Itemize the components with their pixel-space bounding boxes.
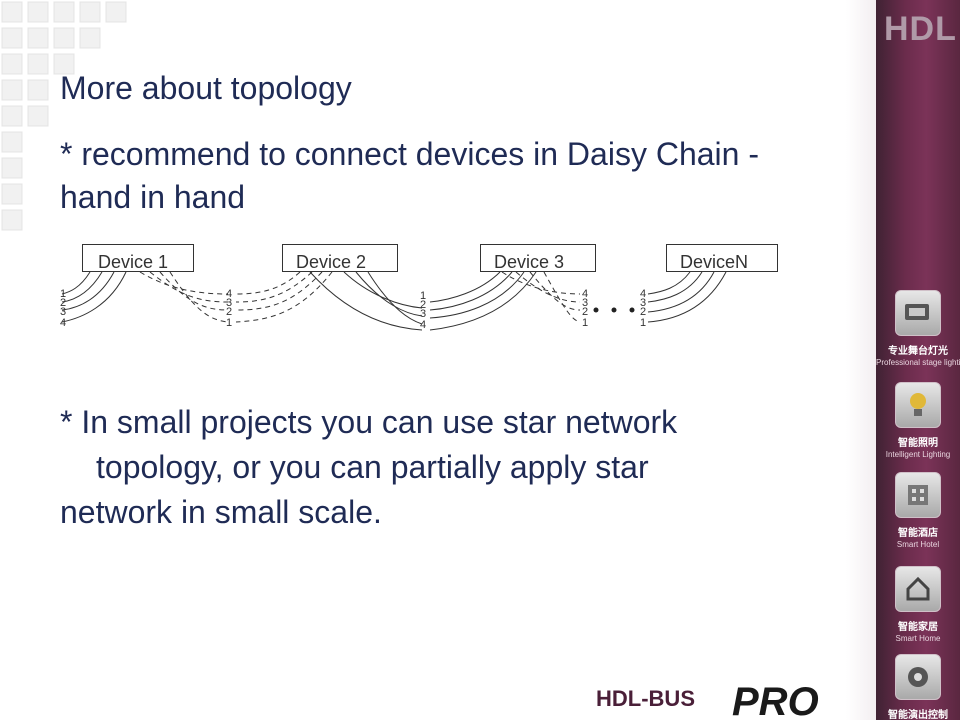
pin-label: 4 (640, 288, 646, 300)
pin-label: 2 (226, 306, 232, 318)
sidebar-item-label: 智能照明 (898, 438, 938, 449)
sidebar-item-stage-lighting[interactable]: 专业舞台灯光 Professional stage lighting (876, 290, 960, 367)
device-1-label: Device 1 (98, 252, 169, 272)
pin-label: 4 (420, 319, 426, 331)
pin-label: 1 (60, 288, 66, 300)
sidebar-item-smart-hotel[interactable]: 智能酒店 Smart Hotel (876, 472, 960, 549)
pin-label: 1 (640, 317, 646, 329)
show-control-icon (895, 654, 941, 700)
pin-label: 3 (226, 297, 232, 309)
sidebar-fade (846, 0, 876, 720)
pin-label: 2 (640, 306, 646, 318)
pin-label: 3 (582, 297, 588, 309)
pin-label: 4 (60, 317, 66, 329)
pin-label: 2 (582, 306, 588, 318)
device-1-box (82, 244, 194, 272)
device-3-label: Device 3 (494, 252, 565, 272)
sidebar-item-intelligent-lighting[interactable]: 智能照明 Intelligent Lighting (876, 382, 960, 459)
device-n-label: DeviceN (680, 252, 749, 272)
sidebar-item-label: 专业舞台灯光 (888, 346, 948, 357)
sidebar-item-sublabel: Intelligent Lighting (885, 450, 951, 459)
pin-label: 2 (420, 299, 426, 311)
slide-title: More about topology (60, 70, 352, 106)
pin-label: 4 (582, 288, 588, 300)
wiring-svg: 1 2 3 4 4 3 2 1 1 2 3 4 4 3 2 1 4 3 2 1 (60, 271, 727, 331)
stage-lighting-icon (895, 290, 941, 336)
ellipsis-dot (611, 307, 617, 313)
bullet2-line3: network in small scale. (60, 494, 382, 530)
pin-label: 3 (60, 306, 66, 318)
device-3-box (480, 244, 596, 272)
hotel-icon (895, 472, 941, 518)
sidebar-item-sublabel: Smart Hotel (896, 540, 940, 549)
logo-pro: PRO (732, 680, 819, 724)
sidebar-item-label: 智能家居 (898, 622, 938, 633)
bulb-icon (895, 382, 941, 428)
daisy-chain-diagram: 1 2 3 4 4 3 2 1 1 2 3 4 4 3 2 1 4 3 2 1 … (50, 236, 790, 346)
device-2-box (282, 244, 398, 272)
home-icon (895, 566, 941, 612)
sidebar-item-show-control[interactable]: 智能演出控制 (876, 654, 960, 721)
pin-label: 1 (582, 317, 588, 329)
pin-label: 3 (640, 297, 646, 309)
pin-label: 3 (420, 308, 426, 320)
pin-label: 4 (226, 288, 232, 300)
ellipsis-dot (593, 307, 599, 313)
bullet-daisy-chain: * recommend to connect devices in Daisy … (60, 136, 759, 215)
pin-label: 1 (226, 317, 232, 329)
sidebar-item-sublabel: Professional stage lighting (876, 358, 960, 367)
bullet-star-network: * In small projects you can use star net… (60, 400, 820, 535)
sidebar-item-label: 智能演出控制 (888, 710, 948, 721)
ellipsis-dot (629, 307, 635, 313)
device-2-label: Device 2 (296, 252, 367, 272)
sidebar-item-smart-home[interactable]: 智能家居 Smart Home (876, 566, 960, 643)
pin-label: 2 (60, 297, 66, 309)
hdl-brand-logo: HDL (884, 10, 957, 48)
pin-label: 1 (420, 290, 426, 302)
logo-text: HDL-BUS (596, 686, 695, 711)
device-n-box (666, 244, 778, 272)
sidebar-item-label: 智能酒店 (898, 528, 938, 539)
sidebar: HDL 专业舞台灯光 Professional stage lighting 智… (876, 0, 960, 721)
bullet2-line1: * In small projects you can use star net… (60, 404, 678, 440)
grid-decoration (1, 1, 127, 231)
bullet2-line2: topology, or you can partially apply sta… (96, 449, 649, 485)
hdl-bus-pro-logo: HDL-BUS PRO (596, 680, 856, 724)
sidebar-item-sublabel: Smart Home (895, 634, 941, 643)
